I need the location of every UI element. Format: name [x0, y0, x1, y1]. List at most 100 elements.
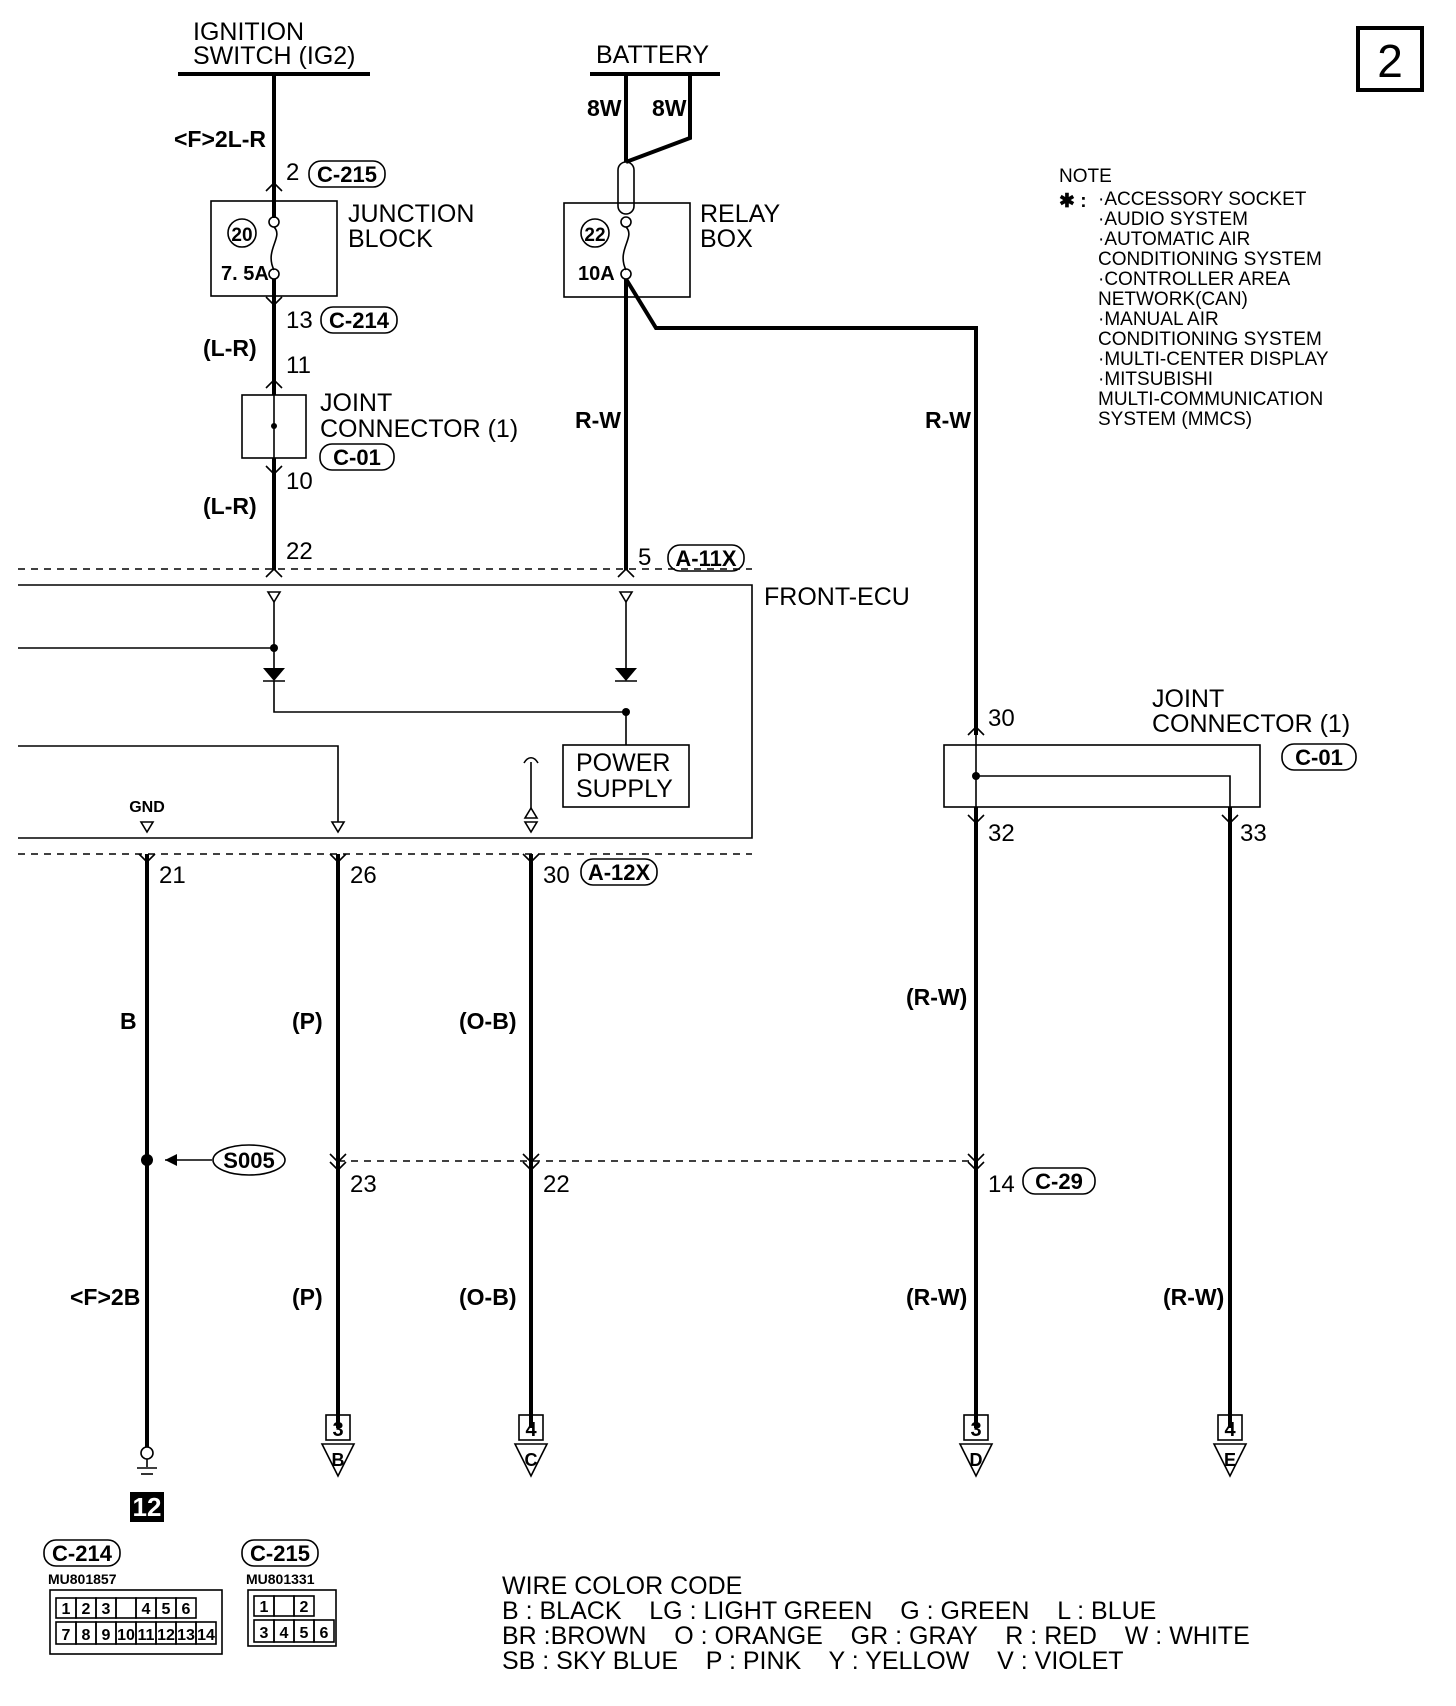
ecu-io-marker-down	[523, 821, 539, 834]
note-line-10: ·MITSUBISHI	[1098, 369, 1213, 390]
terminal-d-page: 3	[970, 1419, 981, 1441]
relay-to-joint-right-wire	[624, 277, 978, 735]
jb-out-arrow	[265, 296, 283, 307]
note-line-4: CONDITIONING SYSTEM	[1098, 249, 1322, 270]
note-line-6: NETWORK(CAN)	[1098, 289, 1248, 310]
terminal-d-arrow	[958, 1443, 994, 1478]
ecu-bottom-pin-pink: 26	[350, 862, 377, 889]
note-title: NOTE	[1059, 166, 1112, 187]
ecu-top-right-arrow	[617, 567, 635, 578]
c29-arrow-pink	[329, 1153, 347, 1172]
ecu-io-tilde	[523, 756, 539, 764]
terminal-d-letter: D	[970, 1450, 983, 1470]
c215-pin-6: 6	[320, 1625, 329, 1642]
jc-right-pin-in: 30	[988, 705, 1015, 732]
junction-block-label-1: JUNCTION	[348, 200, 474, 228]
ecu-top-pin-right: 5	[638, 544, 651, 571]
ignition-switch-label-2: SWITCH (IG2)	[193, 42, 356, 70]
jb-in-connector: C-215	[317, 162, 377, 187]
jc-left-pin-out: 10	[286, 468, 313, 495]
page-number: 2	[1377, 35, 1403, 87]
pink-wire-label-lower: (P)	[292, 1284, 323, 1310]
rw-wire-b-label-lower: (R-W)	[1163, 1284, 1224, 1310]
ecu-bottom-connector: A-12X	[588, 860, 651, 885]
note-line-9: ·MULTI-CENTER DISPLAY	[1098, 349, 1329, 370]
ecu-out-marker-pink	[330, 821, 346, 834]
jb-in-pin: 2	[286, 159, 299, 186]
c214-pin-7: 7	[62, 1627, 71, 1644]
c215-cell-6	[313, 1619, 335, 1643]
jb-fuse-terminal-bottom	[268, 268, 280, 280]
terminal-e: 4 E	[1212, 1414, 1248, 1478]
c214-pin-5: 5	[162, 1601, 171, 1618]
c214-cell-14	[195, 1621, 217, 1645]
battery-wire-b-label: 8W	[652, 95, 687, 121]
c29-connector: C-29	[1035, 1169, 1083, 1194]
note-line-12: SYSTEM (MMCS)	[1098, 409, 1252, 430]
terminal-b-letter: B	[332, 1450, 345, 1470]
relay-fuse-number: 22	[584, 225, 605, 246]
terminal-b-page-box	[325, 1414, 351, 1441]
c214-view-name: C-214	[52, 1541, 113, 1566]
terminal-e-page-box	[1217, 1414, 1243, 1441]
power-supply-label-2: SUPPLY	[576, 775, 673, 803]
c214-cell-6	[175, 1597, 197, 1619]
page-number-box	[1356, 26, 1424, 92]
note-line-11: MULTI-COMMUNICATION	[1098, 389, 1323, 410]
jc-left-in-arrow	[265, 378, 283, 389]
terminal-e-letter: E	[1224, 1450, 1236, 1470]
ecu-io-marker-up	[523, 806, 539, 819]
ecu-gnd-marker	[139, 821, 155, 834]
c29-arrow-ob	[522, 1153, 540, 1172]
c214-pin-6: 6	[182, 1601, 191, 1618]
jc-right-pin-out-b: 33	[1240, 820, 1267, 847]
wire-color-code-title: WIRE COLOR CODE	[502, 1572, 742, 1600]
terminal-d-page-box	[963, 1414, 989, 1441]
c214-pin-3: 3	[102, 1601, 111, 1618]
rw-wire-a-label-lower: (R-W)	[906, 1284, 967, 1310]
c29-pin-pink: 23	[350, 1171, 377, 1198]
c215-cell-key	[273, 1595, 295, 1617]
c215-view-outline	[247, 1589, 337, 1647]
c215-pin-5: 5	[300, 1625, 309, 1642]
relay-fuse-number-ring	[580, 218, 610, 248]
jb-out-connector-badge	[320, 306, 398, 334]
c215-view-name: C-215	[250, 1541, 310, 1566]
front-ecu-box	[18, 584, 753, 839]
c215-pin-2: 2	[300, 1599, 309, 1616]
terminal-c: 4 C	[513, 1414, 549, 1478]
jb-out-connector: C-214	[329, 308, 390, 333]
jc-left-connector: C-01	[333, 445, 381, 470]
jb-fuse-number: 20	[231, 225, 252, 246]
c29-pin-ob: 22	[543, 1171, 570, 1198]
relay-fuse-element	[622, 226, 630, 271]
c29-pin-rw: 14	[988, 1171, 1015, 1198]
jb-in-connector-badge	[308, 160, 386, 188]
note-star: ✱ :	[1059, 191, 1087, 212]
jc-left-connector-badge	[319, 443, 395, 471]
c29-connector-badge	[1022, 1167, 1096, 1195]
pink-wire-label-upper: (P)	[292, 1008, 323, 1034]
ecu-top-connector: A-11X	[675, 546, 736, 571]
ecu-top-pin-left: 22	[286, 538, 313, 565]
c214-pin-11: 11	[138, 1627, 155, 1644]
c214-view-badge	[43, 1539, 121, 1567]
terminal-b-arrow	[320, 1443, 356, 1478]
c214-view-part: MU801857	[48, 1571, 117, 1587]
terminal-c-page-box	[518, 1414, 544, 1441]
junction-block-label-2: BLOCK	[348, 225, 433, 253]
jc-left-wire-out-label: (L-R)	[203, 493, 257, 519]
splice-node	[141, 1154, 153, 1166]
jc-right-label-2: CONNECTOR (1)	[1152, 710, 1350, 738]
jc-right-label-1: JOINT	[1152, 685, 1224, 713]
jc-right-connector-badge	[1281, 743, 1357, 771]
jc-left-out-arrow	[265, 465, 283, 476]
terminal-e-page: 4	[1224, 1419, 1236, 1441]
c214-pin-4: 4	[142, 1601, 151, 1618]
note-line-1: ·ACCESSORY SOCKET	[1098, 189, 1307, 210]
